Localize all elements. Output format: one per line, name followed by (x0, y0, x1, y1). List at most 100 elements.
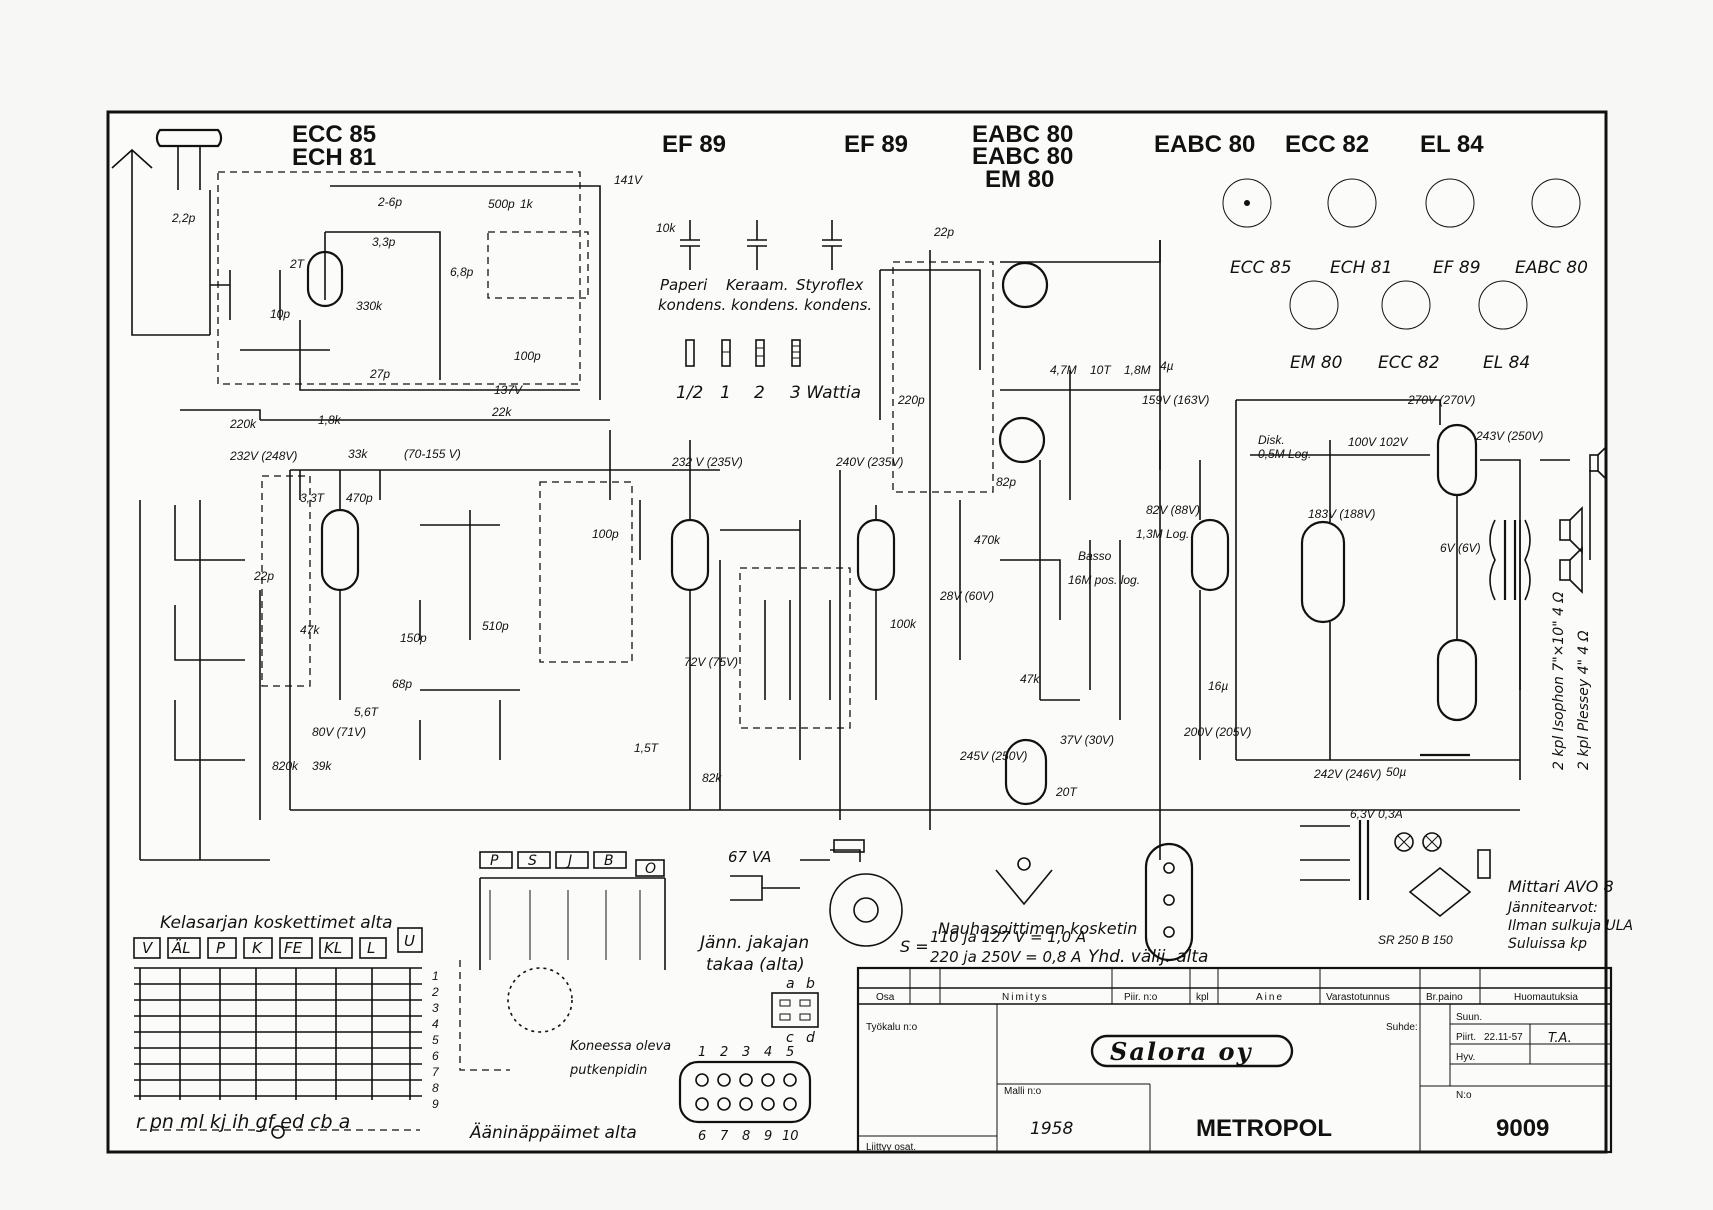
tone-key-o: O (645, 861, 656, 877)
voltage-note-3: Suluissa kp (1508, 936, 1587, 952)
base-label-ech81: ECH 81 (1330, 258, 1392, 278)
comp-70-155v: (70-155 V) (404, 447, 461, 461)
switch-key-k: K (252, 939, 263, 957)
comp-2-2p: 2,2p (171, 211, 196, 225)
comp-68p: 68p (392, 677, 412, 691)
tb-date: 22.11-57 (1484, 1032, 1523, 1043)
tube-base-pinouts (1222, 178, 1581, 330)
row-6: 6 (432, 1049, 439, 1063)
tube-label-eabc80-3: EABC 80 (1154, 131, 1255, 158)
comp-basso: Basso (1078, 549, 1112, 563)
pin-8: 8 (742, 1129, 750, 1144)
comp-22p: 22p (253, 569, 274, 583)
legend-kondens: kondens. kondens. kondens. (658, 296, 872, 314)
if-module-1-outline (539, 481, 633, 663)
tone-key-s: S (528, 853, 537, 869)
comp-100v-102v: 100V 102V (1348, 435, 1408, 449)
tb-initials: T.A. (1548, 1031, 1572, 1046)
switch-key-kl: KL (324, 939, 342, 957)
power-rating: 67 VA (728, 848, 771, 866)
comp-2t: 2T (289, 257, 306, 271)
comp-27p: 27p (369, 367, 390, 381)
resistor-2: 2 (754, 383, 765, 403)
switch-bottom-letters: r pn ml kj ih gf ed cb a (136, 1111, 350, 1133)
tb-piir: Piir. n:o (1124, 992, 1158, 1003)
current-1: 110 ja 127 V = 1,0 A (930, 928, 1086, 946)
row-9: 9 (432, 1097, 439, 1111)
detector-module-outline (892, 261, 994, 493)
vhf-filter-outline (487, 231, 589, 299)
base-label-em80: EM 80 (1290, 353, 1342, 373)
switch-keys: V ÄL P K FE KL L U (133, 927, 423, 959)
tuner-module-outline (217, 171, 581, 385)
pin-1: 1 (698, 1045, 706, 1060)
row-2: 2 (431, 985, 439, 999)
wave-coil-outline (261, 475, 311, 687)
tb-piirt: Piirt. (1456, 1032, 1476, 1043)
comp-470p: 470p (346, 491, 373, 505)
pin-7: 7 (720, 1129, 729, 1144)
comp-22k: 22k (491, 405, 512, 419)
comp-183v-188v: 183V (188V) (1308, 507, 1375, 521)
tb-liittyy: Liittyy osat. (866, 1142, 916, 1153)
current-s: S = (900, 937, 929, 956)
distributor-2: takaa (alta) (706, 955, 805, 975)
comp-37v-30v: 37V (30V) (1060, 733, 1114, 747)
resistor-legend-symbols (685, 339, 801, 367)
tube-label-ef89-2: EF 89 (844, 131, 908, 158)
tb-brpaino: Br.paino (1426, 992, 1463, 1003)
comp-28v-60v: 28V (60V) (939, 589, 994, 603)
tone-key-caption: Ääninäppäimet alta (469, 1122, 637, 1143)
tb-malli-year: 1958 (1030, 1119, 1073, 1139)
tb-no-label: N:o (1456, 1090, 1472, 1101)
tube-holder-1: Koneessa oleva (570, 1039, 671, 1054)
tb-nimitys: Nimitys (1002, 992, 1049, 1003)
tb-number: 9009 (1496, 1115, 1549, 1142)
tape-connector (995, 857, 1053, 906)
comp-47k-b: 47k (1020, 672, 1040, 686)
comp-3-3p: 3,3p (372, 235, 396, 249)
comp-4-7m: 4,7M (1050, 363, 1077, 377)
comp-22p-b: 22p (933, 225, 954, 239)
switch-caption: Kelasarjan koskettimet alta (160, 913, 393, 933)
comp-137v: 137V (494, 383, 523, 397)
row-4: 4 (432, 1017, 439, 1031)
tb-suhde: Suhde: (1386, 1022, 1418, 1033)
tb-aine: Aine (1256, 992, 1284, 1003)
current-2: 220 ja 250V = 0,8 A (930, 948, 1081, 966)
comp-1k: 1k (520, 197, 534, 211)
tb-tyokalu: Työkalu n:o (866, 1022, 918, 1033)
comp-6-8p: 6,8p (450, 265, 474, 279)
comp-1-3m-log: 1,3M Log. (1136, 527, 1189, 541)
pin-5: 5 (786, 1045, 794, 1060)
tb-malli-label: Malli n:o (1004, 1086, 1042, 1097)
comp-16m-poslog: 16M pos. log. (1068, 573, 1140, 587)
antenna-symbol (111, 128, 223, 336)
speaker-isophon: 2 kpl Isophon 7"×10" 4 Ω (1551, 592, 1567, 770)
comp-200v-205v: 200V (205V) (1183, 725, 1251, 739)
comp-1-8m: 1,8M (1124, 363, 1151, 377)
distributor-1: Jänn. jakajan (697, 933, 809, 953)
pin-9: 9 (764, 1129, 772, 1144)
base-label-ecc85: ECC 85 (1230, 258, 1292, 278)
comp-141v: 141V (614, 173, 643, 187)
pin-6: 6 (698, 1129, 706, 1144)
comp-82k: 82k (702, 771, 722, 785)
comp-100k: 100k (890, 617, 917, 631)
tb-huom: Huomautuksia (1514, 992, 1578, 1003)
comp-82p: 82p (996, 475, 1016, 489)
voltage-note-2: Ilman sulkuja ULA (1508, 918, 1633, 934)
title-block (856, 966, 1613, 1154)
tube-label-ech81: ECH 81 (292, 144, 376, 171)
comp-2-6p: 2-6p (377, 195, 402, 209)
comp-disk: Disk. (1258, 433, 1285, 447)
ten-pin-connector (678, 1060, 812, 1124)
capacitor-legend-symbols (680, 220, 842, 270)
row-1: 1 (432, 969, 439, 983)
tone-key-b: B (604, 853, 614, 869)
comp-510p: 510p (482, 619, 509, 633)
comp-16u: 16µ (1208, 679, 1228, 693)
comp-10k: 10k (656, 221, 676, 235)
comp-82v-88v: 82V (88V) (1146, 503, 1200, 517)
